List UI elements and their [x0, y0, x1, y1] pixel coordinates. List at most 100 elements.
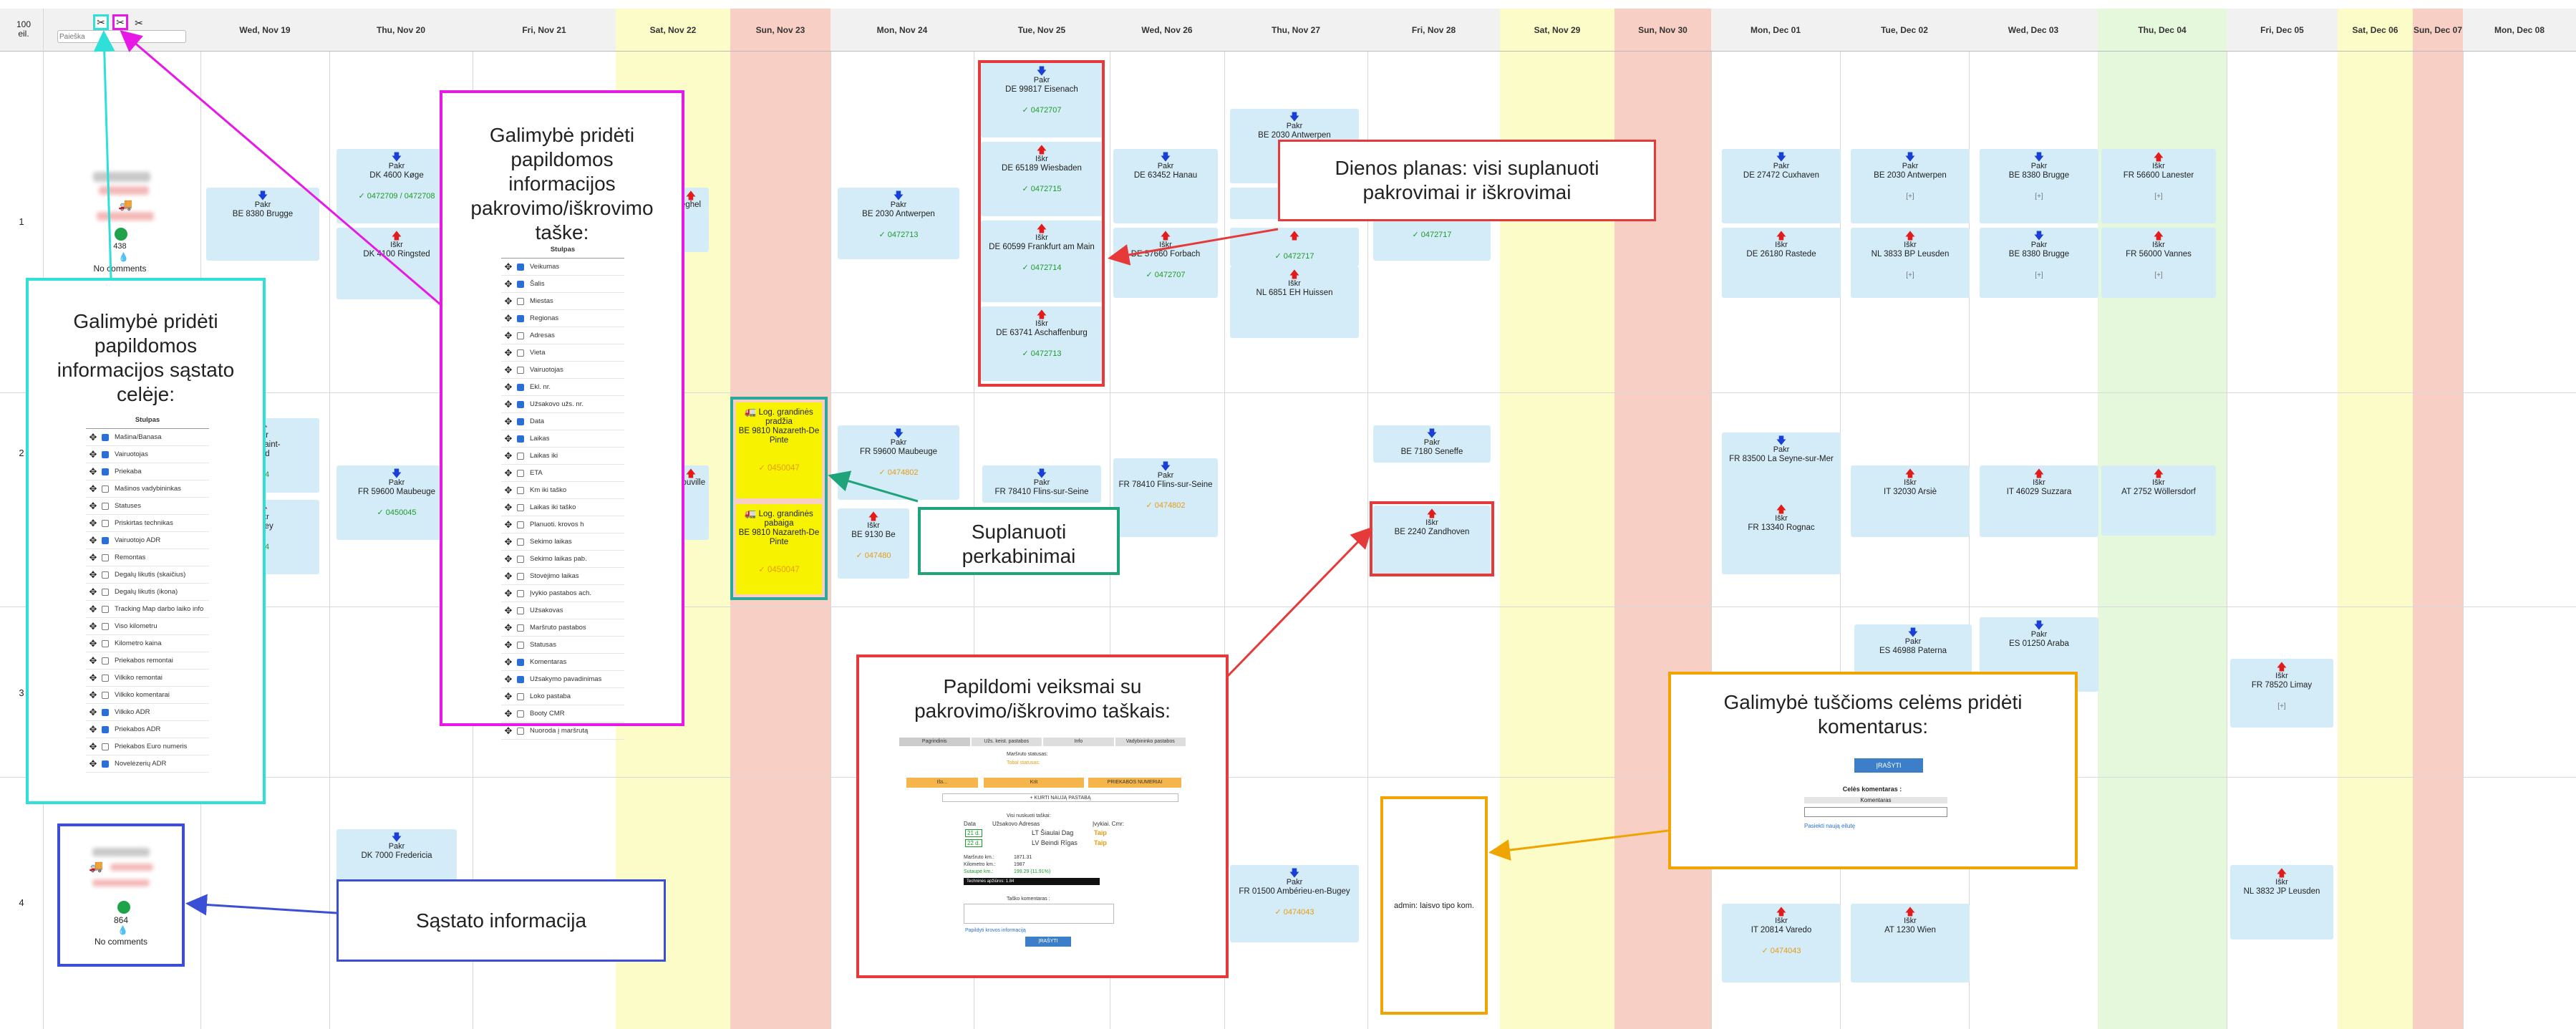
column-checkbox[interactable] [102, 571, 109, 579]
column-checkbox[interactable] [517, 624, 524, 632]
move-handle-icon[interactable]: ✥ [504, 656, 513, 667]
table-row[interactable]: ✥Regionas [501, 310, 624, 327]
move-handle-icon[interactable]: ✥ [504, 673, 513, 685]
table-row[interactable]: ✥Užsakovas [501, 602, 624, 619]
column-checkbox[interactable] [517, 589, 524, 597]
button-a[interactable]: Išs... [906, 778, 978, 788]
table-row[interactable]: ✥Km iki taško [501, 482, 624, 499]
column-checkbox[interactable] [517, 314, 524, 322]
column-checkbox[interactable] [102, 605, 109, 613]
column-checkbox[interactable] [517, 452, 524, 460]
move-handle-icon[interactable]: ✥ [89, 603, 97, 614]
table-row[interactable]: ✥Mašina/Banasa [86, 429, 209, 446]
move-handle-icon[interactable]: ✥ [89, 551, 97, 563]
column-checkbox[interactable] [517, 503, 524, 511]
move-handle-icon[interactable]: ✥ [504, 398, 513, 410]
table-row[interactable]: ✥Mašinos vadybininkas [86, 480, 209, 498]
table-row[interactable]: ✥Planuoti. krovos h [501, 516, 624, 533]
button-b[interactable]: Krit [984, 778, 1084, 788]
column-checkbox[interactable] [517, 538, 524, 546]
table-row[interactable]: ✥Vilkiko ADR [86, 704, 209, 721]
column-checkbox[interactable] [517, 641, 524, 649]
move-handle-icon[interactable]: ✥ [89, 740, 97, 752]
add-load-info-link[interactable]: Papildyti krovos informaciją [965, 928, 1026, 933]
move-handle-icon[interactable]: ✥ [504, 639, 513, 650]
table-row[interactable]: ✥Miestas [501, 293, 624, 310]
column-checkbox[interactable] [102, 743, 109, 750]
column-checkbox[interactable] [102, 639, 109, 647]
column-checkbox[interactable] [102, 760, 109, 768]
column-checkbox[interactable] [102, 468, 109, 475]
table-row[interactable]: ✥Vilkiko komentarai [86, 687, 209, 704]
table-row[interactable]: ✥Laikas iki [501, 448, 624, 465]
filter-icon-teal[interactable]: ✂ [93, 14, 109, 30]
column-checkbox[interactable] [102, 485, 109, 493]
column-checkbox[interactable] [517, 349, 524, 357]
move-handle-icon[interactable]: ✥ [504, 450, 513, 461]
tab-order-notes[interactable]: Užs. keist. pastabos [971, 738, 1042, 746]
table-row[interactable]: ✥Degalų likutis (skaičius) [86, 566, 209, 584]
table-row[interactable]: ✥Viso kilometru [86, 618, 209, 635]
stop-reference[interactable]: [+] [2035, 271, 2043, 279]
table-row[interactable]: ✥Loko pastaba [501, 688, 624, 705]
table-row[interactable]: ✥Vairuotojas [501, 362, 624, 379]
move-handle-icon[interactable]: ✥ [504, 278, 513, 289]
table-row[interactable]: ✥Stovėjimo laikas [501, 568, 624, 585]
table-row[interactable]: ✥Priekabos Euro numeris [86, 738, 209, 755]
table-row[interactable]: ✥Sekimo laikas pab. [501, 551, 624, 568]
save-button[interactable]: ĮRAŠYTI [1854, 758, 1923, 773]
table-row[interactable]: ✥Priekaba [86, 463, 209, 480]
move-handle-icon[interactable]: ✥ [504, 295, 513, 306]
move-handle-icon[interactable]: ✥ [89, 448, 97, 460]
move-handle-icon[interactable]: ✥ [89, 672, 97, 683]
comment-input[interactable] [1804, 807, 1947, 817]
table-row[interactable]: ✥Degalų likutis (ikona) [86, 584, 209, 601]
column-checkbox[interactable] [517, 280, 524, 288]
column-checkbox[interactable] [517, 658, 524, 666]
table-row[interactable]: ✥Vilkiko remontai [86, 670, 209, 687]
move-handle-icon[interactable]: ✥ [504, 604, 513, 616]
column-checkbox[interactable] [102, 588, 109, 596]
filter-icon-magenta[interactable]: ✂ [112, 14, 128, 30]
move-handle-icon[interactable]: ✥ [504, 570, 513, 581]
table-row[interactable]: ✥Remontas [86, 549, 209, 566]
table-row[interactable]: ✥Novelėzerių ADR [86, 755, 209, 773]
table-row[interactable]: ✥Veikumas [501, 259, 624, 276]
move-handle-icon[interactable]: ✥ [504, 484, 513, 496]
table-row[interactable]: ✥Laikas iki taško [501, 499, 624, 516]
move-handle-icon[interactable]: ✥ [89, 706, 97, 718]
table-row[interactable]: ✥Priskirtas technikas [86, 515, 209, 532]
column-checkbox[interactable] [517, 297, 524, 305]
column-checkbox[interactable] [517, 572, 524, 580]
chain-start-card[interactable]: 🚛 Log. grandinės pradžia BE 9810 Nazaret… [736, 402, 822, 498]
column-checkbox[interactable] [517, 486, 524, 494]
table-row[interactable]: ✥Statusas [501, 637, 624, 654]
column-checkbox[interactable] [517, 417, 524, 425]
column-checkbox[interactable] [517, 692, 524, 700]
column-checkbox[interactable] [517, 607, 524, 614]
move-handle-icon[interactable]: ✥ [89, 431, 97, 443]
table-row[interactable]: ✥Nuoroda į maršrutą [501, 723, 624, 740]
column-checkbox[interactable] [517, 332, 524, 339]
move-handle-icon[interactable]: ✥ [504, 518, 513, 530]
stop-reference[interactable]: [+] [2277, 702, 2286, 710]
